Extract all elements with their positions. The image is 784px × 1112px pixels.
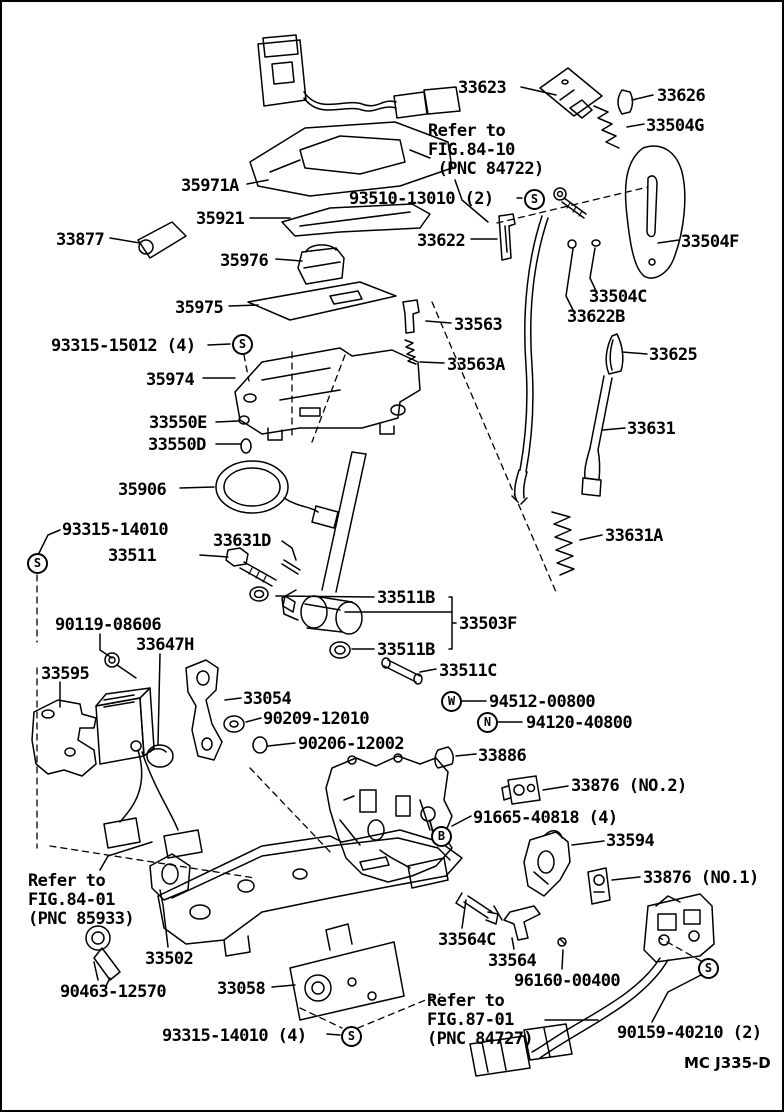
circled-b-icon: B bbox=[431, 826, 452, 847]
relay-and-bracket-drawing bbox=[31, 652, 268, 859]
label-33622: 33622 bbox=[417, 231, 466, 251]
label-33594: 33594 bbox=[606, 831, 655, 851]
label-33595: 33595 bbox=[41, 664, 90, 684]
label-35971a: 35971A bbox=[181, 176, 239, 196]
label-33058: 33058 bbox=[217, 979, 266, 999]
label-33626: 33626 bbox=[657, 86, 706, 106]
label-33876-no1: 33876 (NO.1) bbox=[643, 868, 759, 888]
label-33504f: 33504F bbox=[681, 232, 739, 252]
label-35974: 35974 bbox=[146, 370, 195, 390]
label-90206-12002: 90206-12002 bbox=[298, 734, 405, 754]
label-33550d: 33550D bbox=[148, 435, 206, 455]
label-33622b: 33622B bbox=[567, 307, 625, 327]
label-33886: 33886 bbox=[478, 746, 527, 766]
small-hardware-drawing bbox=[85, 746, 611, 987]
label-96160-00400: 96160-00400 bbox=[514, 971, 621, 991]
label-33054: 33054 bbox=[243, 689, 292, 709]
solenoid-and-spring-drawing bbox=[539, 67, 634, 149]
label-33563: 33563 bbox=[454, 315, 503, 335]
label-33647h: 33647H bbox=[136, 635, 194, 655]
label-91665-40818: 91665-40818 (4) bbox=[473, 808, 618, 828]
circled-n-icon: N bbox=[477, 712, 498, 733]
od-switch-drawing bbox=[257, 34, 461, 119]
label-33550e: 33550E bbox=[149, 413, 207, 433]
circled-w-icon: W bbox=[441, 691, 462, 712]
shift-housing-drawing bbox=[234, 299, 421, 454]
label-33504c: 33504C bbox=[589, 287, 647, 307]
label-35976: 35976 bbox=[220, 251, 269, 271]
label-33503f: 33503F bbox=[459, 614, 517, 634]
label-33625: 33625 bbox=[649, 345, 698, 365]
label-93315-14010-4: 93315-14010 (4) bbox=[162, 1026, 307, 1046]
label-94512-00800: 94512-00800 bbox=[489, 692, 596, 712]
drawing-code: MC J335-D bbox=[684, 1054, 771, 1072]
circled-s-icon: S bbox=[524, 189, 545, 210]
label-90463-12570: 90463-12570 bbox=[60, 982, 167, 1002]
note-fig-84-01: Refer to FIG.84-01 (PNC 85933) bbox=[28, 871, 135, 929]
label-90209-12010: 90209-12010 bbox=[263, 709, 370, 729]
note-fig-84-10: Refer to FIG.84-10 (PNC 84722) bbox=[428, 121, 544, 179]
label-93315-15012: 93315-15012 (4) bbox=[51, 336, 196, 356]
label-33502: 33502 bbox=[145, 949, 194, 969]
label-33511: 33511 bbox=[108, 546, 157, 566]
label-33511b-lower: 33511B bbox=[377, 640, 435, 660]
label-35975: 35975 bbox=[175, 298, 224, 318]
leader-lines bbox=[38, 86, 702, 1036]
shift-lock-cable-drawing bbox=[498, 187, 587, 505]
label-33631: 33631 bbox=[627, 419, 676, 439]
circled-s-icon: S bbox=[27, 553, 48, 574]
note-fig-87-01: Refer to FIG.87-01 (PNC 84727) bbox=[427, 991, 534, 1049]
detent-rod-drawing bbox=[551, 333, 624, 576]
base-frame-drawing bbox=[149, 753, 463, 957]
label-33511b-upper: 33511B bbox=[377, 588, 435, 608]
label-90159-40210: 90159-40210 (2) bbox=[617, 1023, 762, 1043]
label-35921: 35921 bbox=[196, 209, 245, 229]
label-93315-14010: 93315-14010 bbox=[62, 520, 169, 540]
label-33564: 33564 bbox=[488, 951, 537, 971]
circled-s-icon: S bbox=[698, 958, 719, 979]
label-94120-40800: 94120-40800 bbox=[526, 713, 633, 733]
switch-plate-and-harness-drawing bbox=[289, 893, 715, 1077]
shift-knob-drawing bbox=[567, 145, 686, 279]
label-35906: 35906 bbox=[118, 480, 167, 500]
label-33876-no2: 33876 (NO.2) bbox=[571, 776, 687, 796]
circled-s-icon: S bbox=[341, 1026, 362, 1047]
label-33631d: 33631D bbox=[213, 531, 271, 551]
circled-s-icon: S bbox=[232, 334, 253, 355]
label-93510-13010: 93510-13010 (2) bbox=[349, 189, 494, 209]
label-90119-08606: 90119-08606 bbox=[55, 615, 162, 635]
label-33631a: 33631A bbox=[605, 526, 663, 546]
console-housing-drawing bbox=[137, 121, 453, 321]
label-33564c: 33564C bbox=[438, 930, 496, 950]
label-33511c: 33511C bbox=[439, 661, 497, 681]
label-33504g: 33504G bbox=[646, 116, 704, 136]
label-33563a: 33563A bbox=[447, 355, 505, 375]
label-33877: 33877 bbox=[56, 230, 105, 250]
label-33623: 33623 bbox=[458, 78, 507, 98]
